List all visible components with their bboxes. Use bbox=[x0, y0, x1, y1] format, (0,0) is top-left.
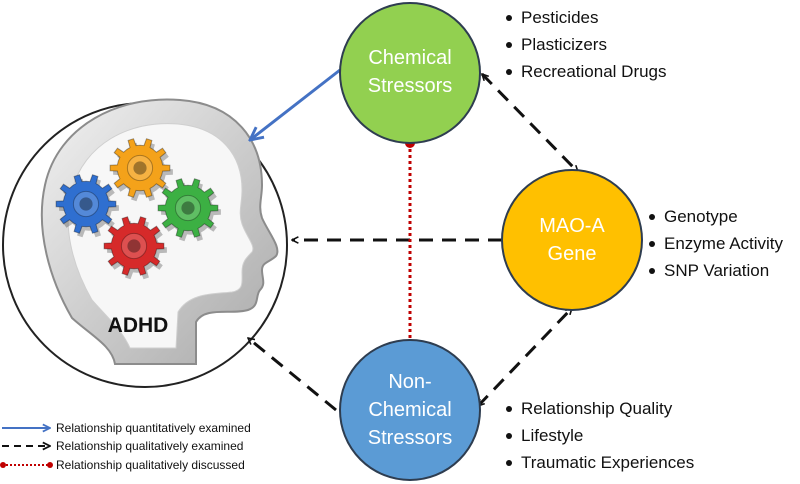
non-chemical-label-line3: Stressors bbox=[368, 427, 452, 449]
orange-gear-icon bbox=[109, 138, 173, 202]
legend-label-qualitative-examined: Relationship qualitatively examined bbox=[56, 439, 243, 453]
list-item: Recreational Drugs bbox=[505, 58, 667, 85]
list-item: Pesticides bbox=[505, 4, 667, 31]
mao-a-gene-label-line1: MAO-A bbox=[539, 215, 605, 237]
head-silhouette-icon bbox=[40, 98, 279, 365]
chemical-to-adhd-arrow bbox=[250, 68, 341, 140]
gears-group bbox=[55, 138, 221, 280]
legend-dotted-end-left bbox=[0, 462, 6, 468]
list-item: Relationship Quality bbox=[505, 395, 694, 422]
chemical-stressors-circle bbox=[339, 2, 481, 144]
non-chemical-label-line2: Chemical bbox=[368, 399, 451, 421]
list-item: Genotype bbox=[648, 203, 783, 230]
chemical-stressors-label-line1: Chemical bbox=[368, 47, 451, 69]
list-item: SNP Variation bbox=[648, 257, 783, 284]
non-chemical-stressors-list: Relationship Quality Lifestyle Traumatic… bbox=[505, 395, 694, 476]
list-item: Lifestyle bbox=[505, 422, 694, 449]
legend: Relationship quantitatively examined Rel… bbox=[0, 421, 251, 472]
mao-a-gene-list: Genotype Enzyme Activity SNP Variation bbox=[648, 203, 783, 284]
blue-gear-icon bbox=[55, 174, 119, 238]
green-gear-icon bbox=[157, 178, 221, 242]
non-chemical-stressors-circle bbox=[339, 339, 481, 481]
non-chemical-label-line1: Non- bbox=[388, 371, 431, 393]
legend-dotted-end-right bbox=[47, 462, 53, 468]
chemical-mao-arrow bbox=[482, 74, 578, 172]
legend-label-quantitative: Relationship quantitatively examined bbox=[56, 421, 251, 435]
nonchemical-mao-arrow bbox=[478, 308, 572, 406]
nonchemical-to-adhd-arrow bbox=[248, 336, 337, 412]
list-item: Plasticizers bbox=[505, 31, 667, 58]
adhd-label: ADHD bbox=[108, 314, 169, 337]
chemical-stressors-label-line2: Stressors bbox=[368, 75, 452, 97]
mao-a-gene-label-line2: Gene bbox=[548, 243, 597, 265]
list-item: Enzyme Activity bbox=[648, 230, 783, 257]
chemical-stressors-list: Pesticides Plasticizers Recreational Dru… bbox=[505, 4, 667, 85]
legend-label-qualitative-discussed: Relationship qualitatively discussed bbox=[56, 458, 245, 472]
list-item: Traumatic Experiences bbox=[505, 449, 694, 476]
red-gear-icon bbox=[103, 216, 167, 280]
mao-a-gene-circle bbox=[501, 169, 643, 311]
